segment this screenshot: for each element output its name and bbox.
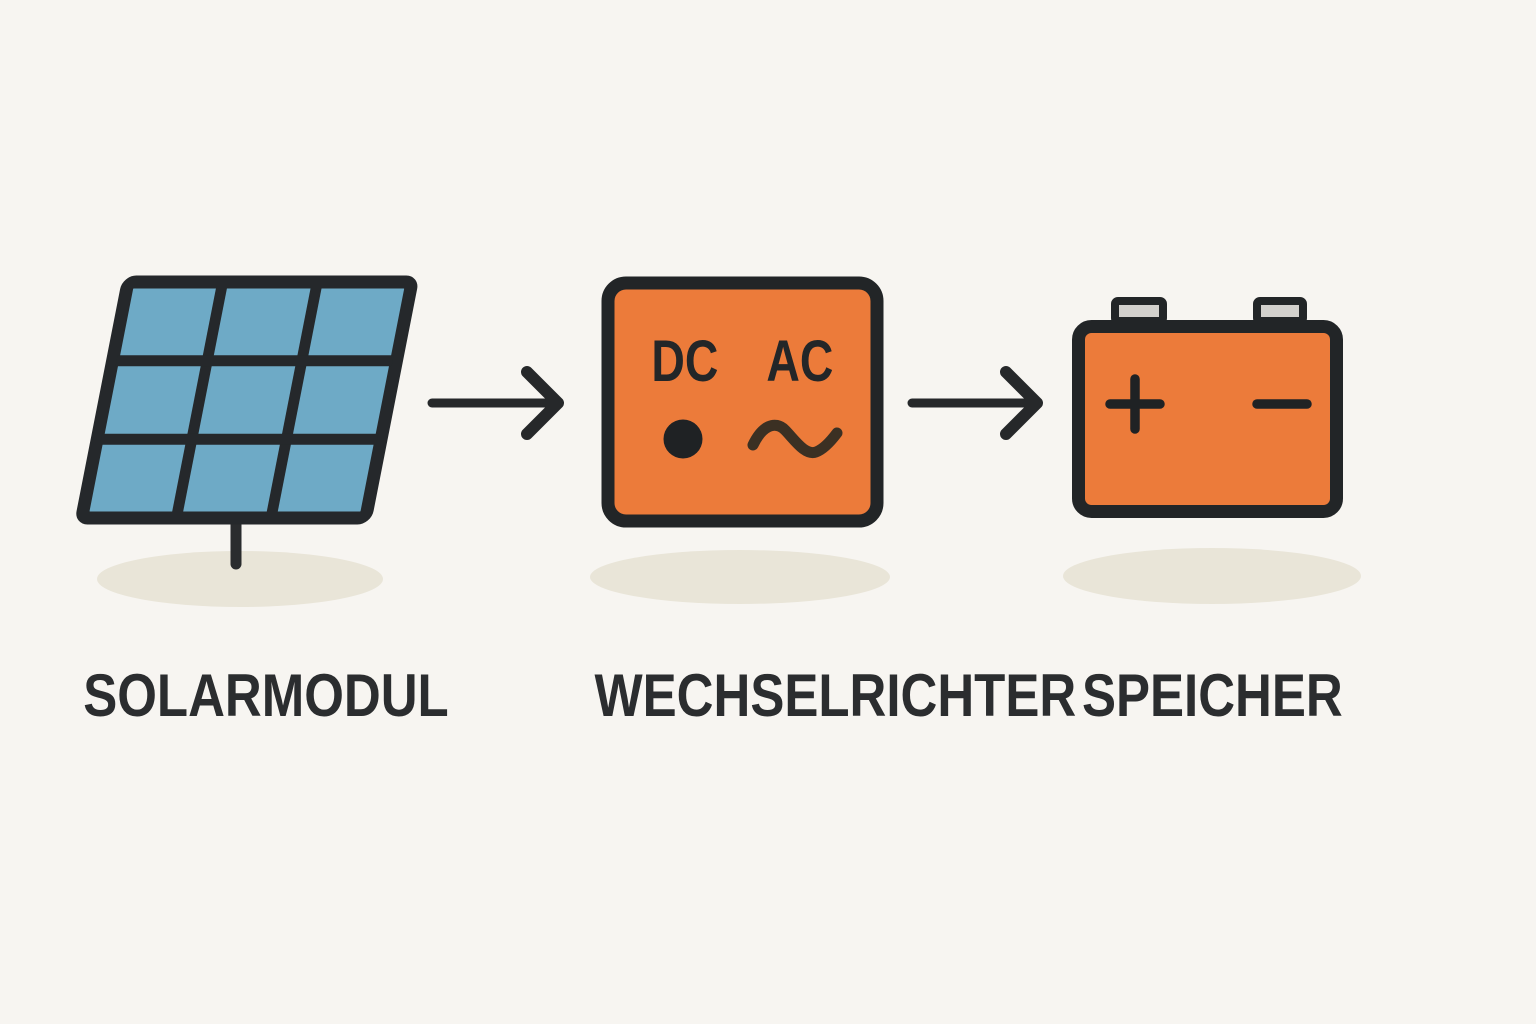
battery-terminal-right [1253,297,1307,325]
inverter-shadow [590,550,890,604]
arrow-head [1000,366,1043,440]
ac-sine-wave-icon [747,419,843,459]
arrow-right-icon [427,366,564,440]
battery-icon [1072,297,1343,518]
solar-panel-grid-line [171,286,228,514]
solar-panel-frame [76,275,418,525]
storage-shadow [1063,548,1361,604]
solar-module-shadow [97,551,383,607]
solar-panel-icon [76,275,418,570]
plus-terminal-symbol [1105,374,1165,434]
battery-terminal-left [1111,297,1167,325]
dc-dot-icon [663,419,703,459]
inverter-box [601,276,884,528]
arrow-head [521,366,564,440]
battery-body [1072,320,1343,518]
arrow-right-icon [907,366,1043,440]
solar-panel-grid-line [266,286,323,514]
inverter-icon [601,276,884,528]
